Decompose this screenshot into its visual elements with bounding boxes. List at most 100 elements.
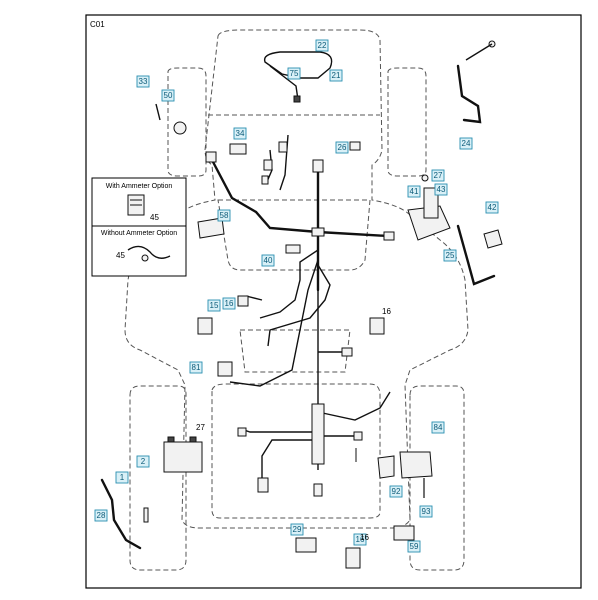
callout-25: 25 xyxy=(443,249,457,262)
callout-number: 16 xyxy=(225,299,234,308)
relay-81 xyxy=(217,361,233,377)
callout-box xyxy=(353,533,367,546)
callout-84: 84 xyxy=(431,421,445,434)
callout-box xyxy=(207,299,221,312)
callout-box xyxy=(136,455,150,468)
callout-50: 50 xyxy=(161,89,175,102)
callout-box xyxy=(189,361,203,374)
callout-box xyxy=(407,185,421,198)
callout-box xyxy=(431,421,445,434)
callout-27: 27 xyxy=(431,169,445,182)
callout-92: 92 xyxy=(389,485,403,498)
callout-number: 59 xyxy=(410,542,419,551)
page-code: C01 xyxy=(90,20,105,29)
callout-box xyxy=(443,249,457,262)
switch-34 xyxy=(229,143,247,155)
callout-81: 81 xyxy=(189,361,203,374)
callout-number: 27 xyxy=(434,171,443,180)
cable-24-top xyxy=(465,43,493,61)
callout-16: 16 xyxy=(353,533,367,546)
callout-2: 2 xyxy=(136,455,150,468)
callout-number: 22 xyxy=(318,41,327,50)
callout-box xyxy=(335,141,349,154)
callout-box xyxy=(407,540,421,553)
callout-box xyxy=(115,471,129,484)
battery-post-pos xyxy=(189,436,197,443)
callout-box xyxy=(217,209,231,222)
callout-number: 28 xyxy=(97,511,106,520)
callout-box xyxy=(161,89,175,102)
battery xyxy=(163,441,203,473)
callout-34: 34 xyxy=(233,127,247,140)
ammeter-option-box: With Ammeter Option Without Ammeter Opti… xyxy=(91,177,187,277)
callout-number: 26 xyxy=(338,143,347,152)
callout-number: 58 xyxy=(220,211,229,220)
callout-box xyxy=(329,69,343,82)
callout-box xyxy=(459,137,473,150)
callout-box xyxy=(287,67,301,80)
callout-22: 22 xyxy=(315,39,329,52)
callout-number: 1 xyxy=(120,473,125,482)
label-16-bottom: 16 xyxy=(360,533,369,542)
callout-number: 92 xyxy=(392,487,401,496)
main-harness xyxy=(205,134,395,497)
headlight-harness xyxy=(263,51,333,103)
cable-24 xyxy=(456,64,482,124)
callout-number: 24 xyxy=(462,139,471,148)
page-frame xyxy=(85,14,582,589)
callout-41: 41 xyxy=(407,185,421,198)
screw-27 xyxy=(421,174,429,182)
callout-33: 33 xyxy=(136,75,150,88)
callout-number: 43 xyxy=(437,185,446,194)
callout-number: 84 xyxy=(434,423,443,432)
callout-number: 41 xyxy=(410,187,419,196)
callout-box xyxy=(485,201,499,214)
callout-number: 34 xyxy=(236,129,245,138)
jumper-terminal xyxy=(141,254,149,262)
callout-43: 43 xyxy=(434,183,448,196)
components xyxy=(100,40,503,569)
part-26 xyxy=(349,141,361,151)
callout-number: 50 xyxy=(164,91,173,100)
callout-box xyxy=(431,169,445,182)
callout-16: 16 xyxy=(222,297,236,310)
callout-24: 24 xyxy=(459,137,473,150)
bolt-28 xyxy=(143,507,149,523)
callout-26: 26 xyxy=(335,141,349,154)
with-ammeter-label: With Ammeter Option xyxy=(106,183,173,190)
battery-post-neg xyxy=(167,436,175,443)
callout-box xyxy=(222,297,236,310)
label-27-battery: 27 xyxy=(196,423,205,432)
cable-28 xyxy=(100,478,142,550)
tractor-outline xyxy=(124,29,469,571)
callout-number: 16 xyxy=(356,535,365,544)
key-switch-50 xyxy=(173,121,187,135)
callout-59: 59 xyxy=(407,540,421,553)
callout-number: 40 xyxy=(264,256,273,265)
callout-number: 29 xyxy=(293,525,302,534)
callout-21: 21 xyxy=(329,69,343,82)
without-ammeter-part-number: 45 xyxy=(116,251,125,260)
callout-number: 25 xyxy=(446,251,455,260)
callout-42: 42 xyxy=(485,201,499,214)
cable-25 xyxy=(456,224,496,286)
callout-box xyxy=(419,505,433,518)
seat-switch-84 xyxy=(399,451,433,479)
callout-number: 81 xyxy=(192,363,201,372)
switch-29 xyxy=(295,537,317,553)
callout-40: 40 xyxy=(261,254,275,267)
callout-box xyxy=(233,127,247,140)
callout-number: 15 xyxy=(210,301,219,310)
callout-box xyxy=(261,254,275,267)
boot-42 xyxy=(483,229,503,249)
label-16-right: 16 xyxy=(382,307,391,316)
callout-box xyxy=(290,523,304,536)
wire-33 xyxy=(155,103,161,121)
callout-75: 75 xyxy=(287,67,301,80)
bracket-92 xyxy=(377,455,395,479)
callout-1: 1 xyxy=(115,471,129,484)
solenoid-43 xyxy=(423,187,439,219)
callout-box xyxy=(315,39,329,52)
